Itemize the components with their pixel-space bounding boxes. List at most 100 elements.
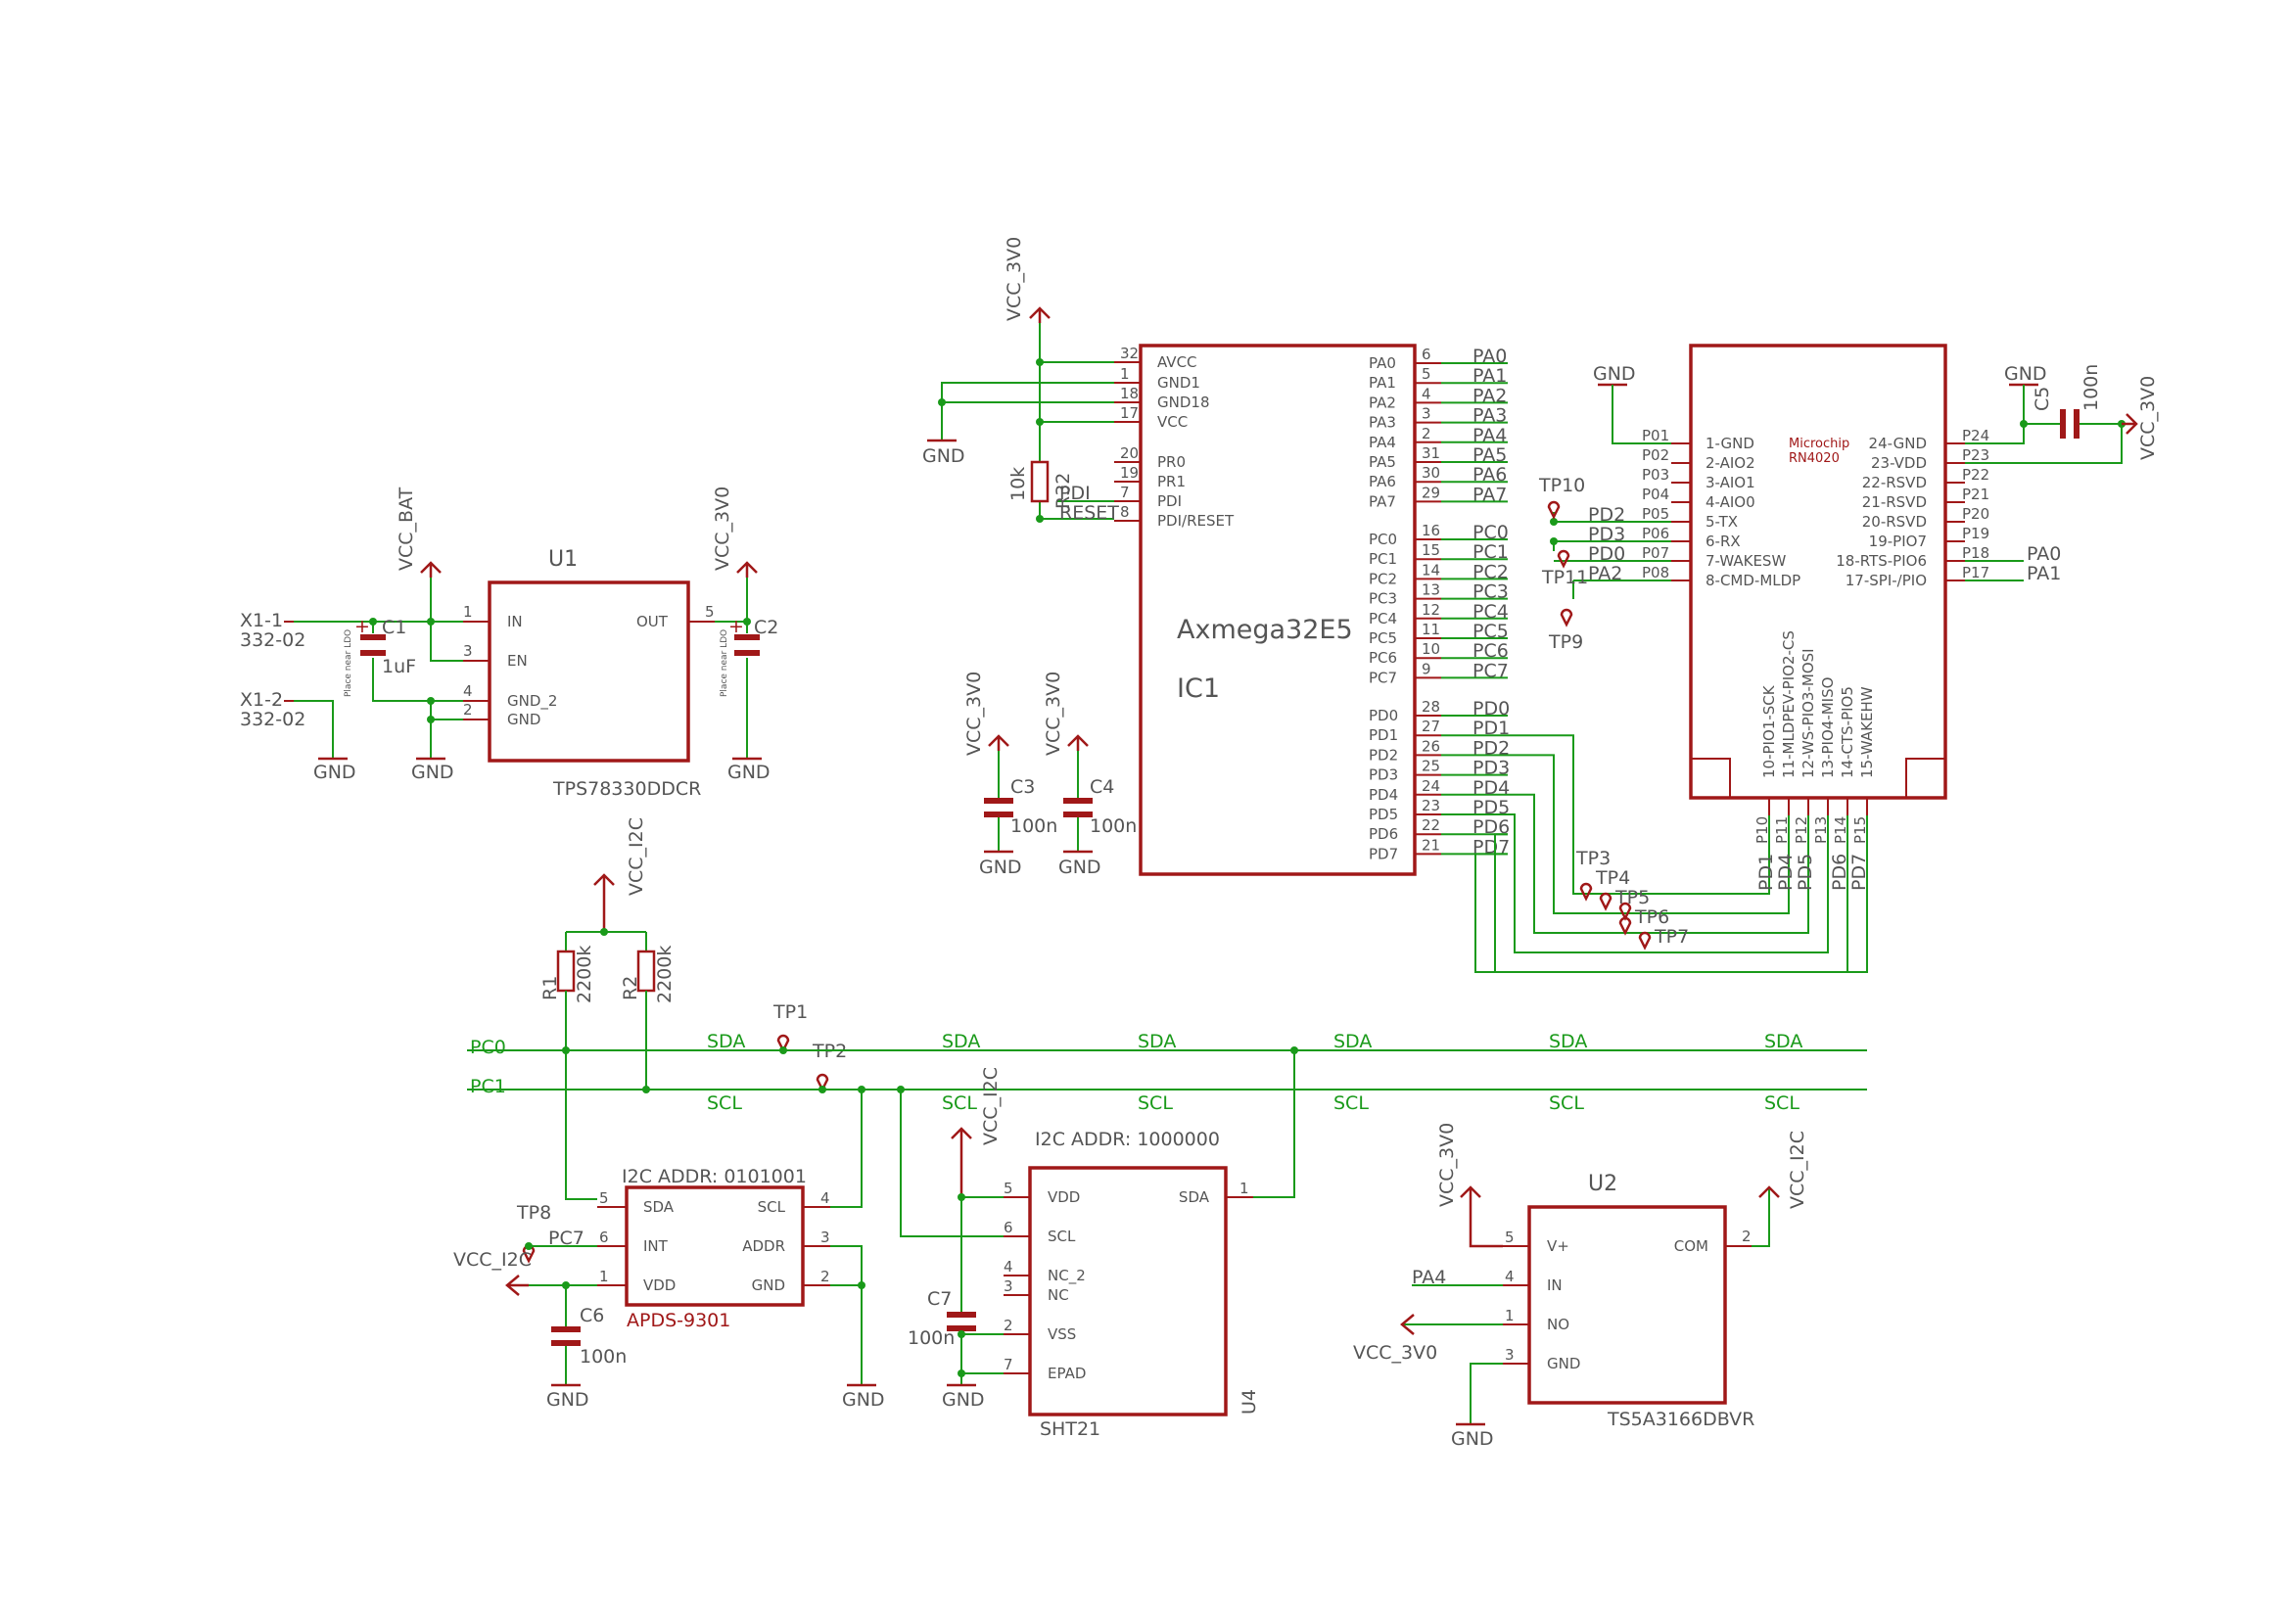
u1-pin-in: IN: [507, 613, 523, 630]
vcc-3v0-ldo-label: VCC_3V0: [712, 487, 733, 571]
ic1-pin-pc0: PC0: [1369, 531, 1397, 548]
ic1-body: [1139, 344, 1417, 876]
sda-bus-label: SDA: [1138, 1031, 1176, 1052]
ic1-net-pc4: PC4: [1472, 601, 1509, 623]
r2-name: R2: [620, 976, 641, 1000]
ic1-pin-number: 15: [1422, 541, 1440, 559]
ic1-pin-pd4: PD4: [1369, 786, 1398, 804]
u2-pin: NO: [1547, 1316, 1569, 1333]
vcc-3v0-c4-label: VCC_3V0: [1043, 672, 1064, 756]
ic1-pin-pd7: PD7: [1369, 845, 1398, 862]
ic1-net-pd0: PD0: [1472, 698, 1510, 719]
testpoint-label: TP8: [516, 1202, 551, 1224]
gnd-c4-label: GND: [1058, 857, 1101, 878]
sda-bus-label: SDA: [1764, 1031, 1802, 1052]
rn4020-left-pad: P06: [1642, 525, 1669, 542]
rn4020-left-pad: P05: [1642, 505, 1669, 523]
c4-name: C4: [1090, 776, 1114, 798]
svg-text:2: 2: [1742, 1228, 1752, 1245]
scl-bus-label: SCL: [1138, 1092, 1173, 1114]
ic1-net-pd4: PD4: [1472, 777, 1510, 799]
ic1-pin-pd0: PD0: [1369, 707, 1398, 724]
u1-name: U1: [548, 547, 578, 572]
ic1-pin-number: 18: [1120, 385, 1139, 402]
rn4020-bottom-pad: P10: [1753, 816, 1771, 844]
ic1-pin-pa7: PA7: [1369, 492, 1396, 510]
u1-body: [488, 580, 690, 763]
rn4020-right-pad: P21: [1962, 486, 1989, 503]
ldo-section: X1-1 332-02 X1-2 332-02 VCC_BAT VCC_3V0 …: [240, 487, 778, 800]
svg-text:2: 2: [463, 701, 473, 719]
ic1-net-pd6: PD6: [1472, 816, 1510, 838]
scl-bus-label: SCL: [1764, 1092, 1799, 1114]
rn4020-bottom-pad: P15: [1851, 816, 1869, 844]
gnd-c2-label: GND: [727, 762, 771, 783]
svg-text:2: 2: [1004, 1317, 1013, 1334]
u1-value: TPS78330DDCR: [552, 778, 701, 800]
svg-text:4: 4: [1004, 1258, 1013, 1276]
rn4020-bottom-pin: 11-MLDPEV-PIO2-CS: [1780, 630, 1798, 778]
sht21-pin: SCL: [1048, 1228, 1076, 1245]
ic1-pin-number: 32: [1120, 345, 1139, 362]
gnd-u2-label: GND: [1451, 1428, 1494, 1450]
ic1-left-pins: AVCC32GND11GND1818VCC17PR020PR119PDI7PDI…: [1114, 345, 1235, 530]
testpoint-label: TP4: [1595, 867, 1630, 889]
ic1-net-pc7: PC7: [1472, 660, 1509, 681]
ic1-pin-number: 23: [1422, 797, 1440, 814]
rn4020-right-pin: 22-RSVD: [1862, 474, 1927, 491]
ic1-net-pc3: PC3: [1472, 581, 1509, 603]
rn4020-right-pin: 17-SPI-/PIO: [1846, 572, 1927, 589]
testpoint-icon: [1599, 892, 1612, 911]
x1-2-label: X1-2: [240, 689, 283, 711]
rn4020-left-pin: 3-AIO1: [1706, 474, 1755, 491]
rn4020-bottom-pad: P14: [1832, 816, 1849, 844]
rn4020-left-pad: P08: [1642, 564, 1669, 581]
ic1-pin-number: 31: [1422, 444, 1440, 462]
u1-pin-gnd2: GND_2: [507, 692, 557, 711]
svg-text:6: 6: [599, 1229, 609, 1246]
c7-name: C7: [927, 1288, 952, 1310]
ic1-pin-number: 1: [1120, 365, 1130, 383]
x1-1-part: 332-02: [240, 629, 305, 651]
c3-value: 100n: [1010, 815, 1057, 837]
rn4020-left-pin: 5-TX: [1706, 513, 1738, 531]
ic1-pin-pdi: PDI: [1157, 492, 1182, 510]
rn4020-model: RN4020: [1789, 451, 1840, 466]
ic1-pin-pd3: PD3: [1369, 766, 1398, 784]
testpoint-label: TP7: [1654, 926, 1689, 948]
vcc-i2c-pullup-label: VCC_I2C: [626, 817, 647, 896]
testpoint-icon: [1618, 916, 1632, 936]
apds-pin: GND: [752, 1276, 785, 1294]
u2-body: [1527, 1205, 1727, 1405]
ic1-net-pa4: PA4: [1472, 425, 1507, 446]
c2-note: Place near LDO: [720, 629, 729, 697]
apds-pin: VDD: [643, 1276, 676, 1294]
pd-bus-label: PD4: [1775, 854, 1797, 891]
scl-bus-label: SCL: [942, 1092, 977, 1114]
gnd-rn-left-label: GND: [1593, 363, 1636, 385]
svg-text:5: 5: [599, 1189, 609, 1207]
u2-name: U2: [1588, 1172, 1617, 1196]
vcc-3v0-u2-no-label: VCC_3V0: [1353, 1342, 1437, 1364]
ic1-pin-number: 9: [1422, 660, 1431, 677]
rn4020-bottom-pad: P11: [1773, 816, 1791, 844]
ic1-pin-pa1: PA1: [1369, 374, 1396, 392]
c4-value: 100n: [1090, 815, 1137, 837]
testpoint-label: TP1: [772, 1001, 808, 1023]
sht21-pin: NC: [1048, 1286, 1069, 1304]
rn4020-right-pin: 20-RSVD: [1862, 513, 1927, 531]
u1-pin-out: OUT: [636, 613, 669, 630]
testpoint-label: TP10: [1538, 475, 1585, 496]
gnd-sht-label: GND: [942, 1389, 985, 1411]
rn4020-right-pad: P22: [1962, 466, 1989, 484]
ic1-pin-number: 12: [1422, 601, 1440, 619]
r32-name: R32: [1052, 473, 1074, 509]
u1-pin-en: EN: [507, 652, 528, 670]
vcc-i2c-apds-label: VCC_I2C: [453, 1249, 532, 1271]
vcc-bat-label: VCC_BAT: [396, 487, 417, 571]
c1-value: 1uF: [382, 656, 416, 677]
pa1-rn-label: PA1: [2027, 563, 2061, 584]
rn4020-right-pin: 19-PIO7: [1869, 533, 1927, 550]
testpoint-label: TP3: [1575, 848, 1611, 869]
